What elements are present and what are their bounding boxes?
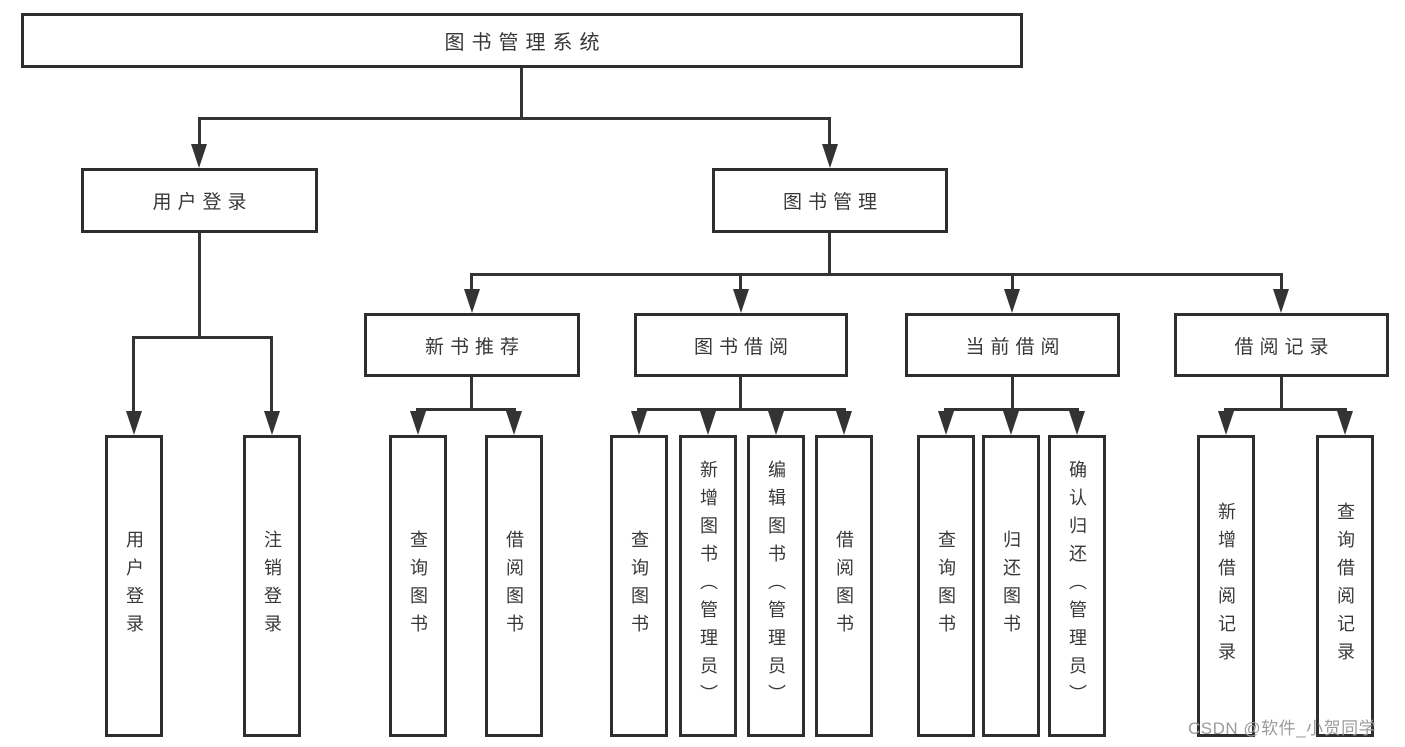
connector-hline [637, 408, 846, 411]
connector-vline [1280, 377, 1283, 409]
leaf-confirm-return-admin: 确认归还（管理员） [1048, 435, 1106, 737]
node-label: 图书借阅 [693, 336, 794, 358]
connector-vline [470, 377, 473, 409]
node-label: 借阅记录 [1234, 336, 1335, 358]
connector-hline [416, 408, 516, 411]
arrow-down-icon [506, 411, 522, 435]
arrow-down-icon [836, 411, 852, 435]
connector-hline [944, 408, 1079, 411]
leaf-label: 查询图书 [936, 530, 956, 642]
connector-vline [198, 233, 201, 337]
connector-hline [470, 273, 1283, 276]
connector-hline [132, 336, 273, 339]
node-label: 当前借阅 [965, 336, 1066, 358]
leaf-label: 确认归还（管理员） [1067, 460, 1087, 712]
connector-vline [739, 273, 742, 291]
leaf-label: 用户登录 [124, 530, 144, 642]
arrow-down-icon [733, 289, 749, 313]
leaf-add-borrow-record: 新增借阅记录 [1197, 435, 1255, 737]
connector-hline [1224, 408, 1347, 411]
arrow-down-icon [126, 411, 142, 435]
arrow-down-icon [1004, 289, 1020, 313]
node-book-management: 图书管理 [712, 168, 948, 233]
connector-vline [132, 336, 135, 413]
leaf-borrow-books: 借阅图书 [815, 435, 873, 737]
arrow-down-icon [1069, 411, 1085, 435]
node-label: 图书管理 [782, 192, 883, 213]
leaf-label: 借阅图书 [834, 530, 854, 642]
node-label: 新书推荐 [424, 336, 525, 358]
leaf-label: 注销登录 [262, 530, 282, 642]
leaf-edit-book-admin: 编辑图书（管理员） [747, 435, 805, 737]
arrow-down-icon [464, 289, 480, 313]
leaf-borrow-books-recommend: 借阅图书 [485, 435, 543, 737]
connector-hline [198, 117, 831, 120]
node-user-login: 用户登录 [81, 168, 318, 233]
node-new-book-recommend: 新书推荐 [364, 313, 580, 377]
arrow-down-icon [191, 144, 207, 168]
leaf-query-books-current: 查询图书 [917, 435, 975, 737]
connector-vline [828, 117, 831, 147]
node-current-borrowing: 当前借阅 [905, 313, 1120, 377]
leaf-query-books-recommend: 查询图书 [389, 435, 447, 737]
leaf-query-books-borrowing: 查询图书 [610, 435, 668, 737]
leaf-user-login: 用户登录 [105, 435, 163, 737]
leaf-return-book: 归还图书 [982, 435, 1040, 737]
leaf-label: 查询图书 [629, 530, 649, 642]
leaf-add-book-admin: 新增图书（管理员） [679, 435, 737, 737]
leaf-label: 查询图书 [408, 530, 428, 642]
arrow-down-icon [1218, 411, 1234, 435]
node-label: 用户登录 [152, 192, 253, 213]
arrow-down-icon [264, 411, 280, 435]
leaf-query-borrow-record: 查询借阅记录 [1316, 435, 1374, 737]
arrow-down-icon [1337, 411, 1353, 435]
node-borrowing-records: 借阅记录 [1174, 313, 1389, 377]
arrow-down-icon [1003, 411, 1019, 435]
arrow-down-icon [410, 411, 426, 435]
connector-vline [1011, 273, 1014, 291]
connector-vline [520, 68, 523, 118]
arrow-down-icon [768, 411, 784, 435]
leaf-label: 编辑图书（管理员） [766, 460, 786, 712]
connector-vline [1011, 377, 1014, 409]
leaf-label: 借阅图书 [504, 530, 524, 642]
node-root: 图书管理系统 [21, 13, 1023, 68]
leaf-label: 新增图书（管理员） [698, 460, 718, 712]
connector-vline [828, 233, 831, 275]
connector-vline [198, 117, 201, 147]
node-root-label: 图书管理系统 [444, 32, 607, 54]
arrow-down-icon [938, 411, 954, 435]
arrow-down-icon [700, 411, 716, 435]
connector-vline [470, 273, 473, 291]
arrow-down-icon [1273, 289, 1289, 313]
leaf-logout: 注销登录 [243, 435, 301, 737]
arrow-down-icon [822, 144, 838, 168]
connector-vline [739, 377, 742, 409]
leaf-label: 新增借阅记录 [1216, 502, 1236, 670]
arrow-down-icon [631, 411, 647, 435]
csdn-watermark: CSDN @软件_小贺同学 [1188, 719, 1377, 738]
leaf-label: 归还图书 [1001, 530, 1021, 642]
node-book-borrowing: 图书借阅 [634, 313, 848, 377]
leaf-label: 查询借阅记录 [1335, 502, 1355, 670]
connector-vline [270, 336, 273, 413]
connector-vline [1280, 273, 1283, 291]
